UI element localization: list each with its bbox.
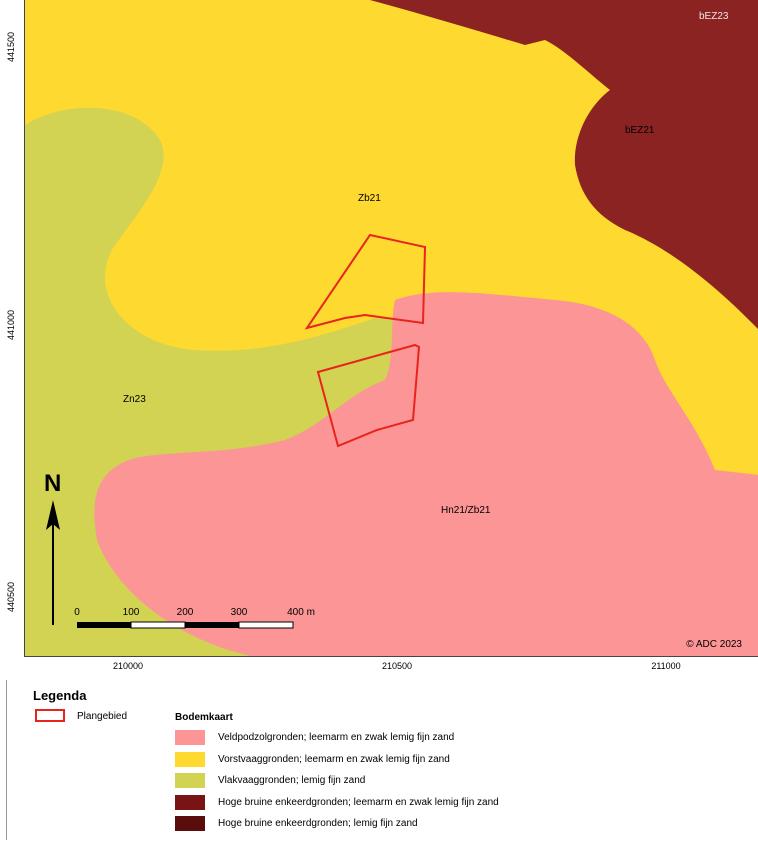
x-coord-210500: 210500 <box>381 661 413 671</box>
scale-bar-segment-1 <box>77 622 131 628</box>
x-coord-210000: 210000 <box>112 661 144 671</box>
legend-item-label: Veldpodzolgronden; leemarm en zwak lemig… <box>218 732 455 743</box>
scale-bar-segment-4 <box>238 621 294 629</box>
plangebied-south[interactable] <box>316 343 421 448</box>
scale-label-100: 100 <box>122 607 140 618</box>
legend-item-label: Hoge bruine enkeerdgronden; lemig fijn z… <box>218 818 418 829</box>
copyright-text: © ADC 2023 <box>686 639 742 650</box>
legend-item-label: Vlakvaaggronden; lemig fijn zand <box>218 775 366 786</box>
zone-label-bez23: bEZ23 <box>699 11 729 22</box>
map-frame[interactable]: bEZ23 bEZ21 Zb21 Zn23 Hn21/Zb21 N 0 100 … <box>24 0 758 657</box>
plangebied-label: Plangebied <box>77 711 128 722</box>
north-arrow-icon <box>46 500 60 530</box>
y-coord-441500: 441500 <box>6 31 16 62</box>
legend-swatch <box>175 730 205 745</box>
soil-map[interactable] <box>25 0 758 657</box>
north-label: N <box>44 470 62 497</box>
scale-label-400: 400 m <box>287 607 315 618</box>
zone-label-zn23: Zn23 <box>123 394 146 405</box>
hoge-bruine-zone <box>370 0 758 329</box>
legend-swatch <box>175 816 205 831</box>
legend-swatch <box>175 773 205 788</box>
legend-swatch <box>175 752 205 767</box>
scale-bar-segment-2 <box>130 621 186 629</box>
scale-label-300: 300 <box>230 607 248 618</box>
legend-title: Legenda <box>33 688 87 703</box>
bodemkaart-title: Bodemkaart <box>175 712 233 723</box>
x-coord-211000: 211000 <box>651 661 681 671</box>
plangebied-north[interactable] <box>304 233 427 330</box>
zone-label-zb21: Zb21 <box>358 193 381 204</box>
veldpodzol-zone <box>94 292 758 656</box>
y-coord-440500: 440500 <box>6 581 16 612</box>
zone-label-bez21: bEZ21 <box>625 125 655 136</box>
legend-item-label: Hoge bruine enkeerdgronden; leemarm en z… <box>218 797 499 808</box>
plangebied-swatch <box>35 709 65 722</box>
scale-bar-segment-3 <box>185 622 239 628</box>
y-coord-441000: 441000 <box>6 309 16 340</box>
legend-swatch <box>175 795 205 810</box>
scale-label-0: 0 <box>74 607 80 618</box>
zone-label-hn21: Hn21/Zb21 <box>441 505 491 516</box>
legend-left-rule <box>6 680 7 840</box>
scale-label-200: 200 <box>176 607 194 618</box>
legend-item-label: Vorstvaaggronden; leemarm en zwak lemig … <box>218 754 450 765</box>
